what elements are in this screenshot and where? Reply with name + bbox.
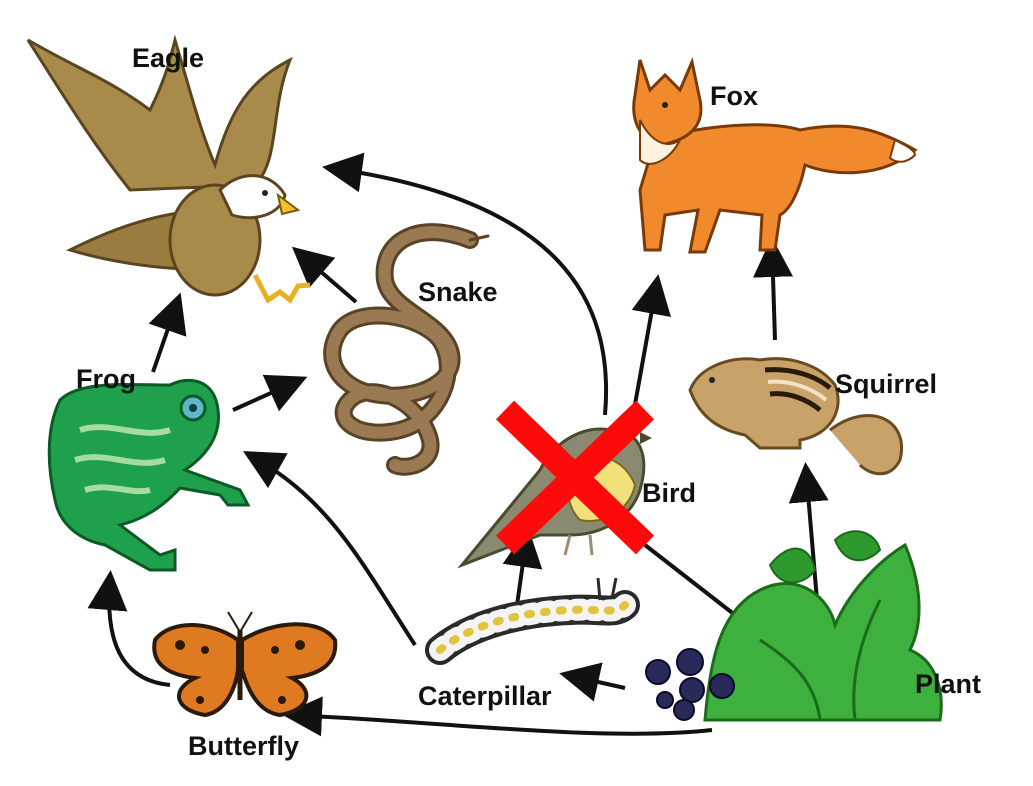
arrow-plant-to-caterpillar <box>559 662 626 702</box>
squirrel-icon <box>688 357 903 476</box>
fox-icon <box>632 57 918 254</box>
frog-icon <box>47 378 251 572</box>
cross-out-icon <box>495 400 655 555</box>
arrow-plant-to-butterfly <box>282 696 713 737</box>
arrow-squirrel-to-fox <box>753 237 794 341</box>
arrow-caterpillar-to-frog <box>243 451 417 647</box>
arrow-plant-to-squirrel <box>788 462 829 613</box>
eagle-icon <box>26 34 311 304</box>
label-fox: Fox <box>710 81 759 111</box>
label-squirrel: Squirrel <box>835 369 938 399</box>
label-eagle: Eagle <box>132 43 205 73</box>
plant-icon <box>645 530 943 722</box>
arrow-plant-to-bird <box>643 543 737 617</box>
label-plant: Plant <box>915 669 982 699</box>
label-butterfly: Butterfly <box>188 731 300 761</box>
arrow-frog-to-eagle <box>148 292 187 373</box>
label-bird: Bird <box>642 478 696 508</box>
arrow-caterpillar-to-bird <box>502 527 543 606</box>
label-frog: Frog <box>76 364 136 394</box>
label-caterpillar: Caterpillar <box>418 681 552 711</box>
berries <box>645 648 735 721</box>
snake-icon <box>323 223 490 476</box>
butterfly-icon <box>152 611 338 718</box>
arrows <box>87 152 829 737</box>
arrow-snake-to-eagle <box>291 246 358 304</box>
caterpillar-icon <box>425 577 640 665</box>
arrow-bird-to-eagle <box>322 152 609 416</box>
arrow-frog-to-snake <box>232 374 308 412</box>
label-snake: Snake <box>418 277 498 307</box>
arrow-bird-to-fox <box>631 274 672 411</box>
arrow-butterfly-to-frog <box>87 570 171 687</box>
